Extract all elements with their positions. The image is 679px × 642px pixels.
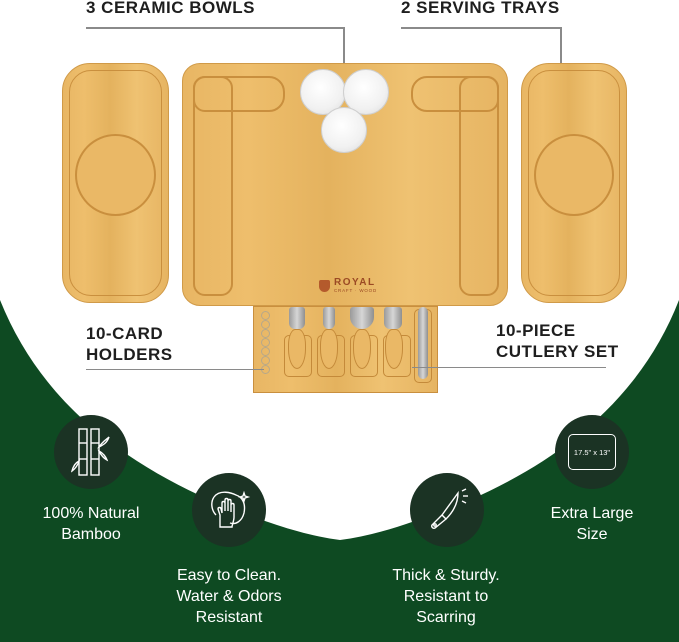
feature-line: Thick & Sturdy. — [392, 567, 500, 584]
brand-subtitle: CRAFT · WOOD — [334, 288, 378, 293]
callout-ceramic-bowls: 3 CERAMIC BOWLS — [86, 0, 255, 17]
tray-circle-well — [534, 134, 614, 216]
feature-line: Scarring — [416, 609, 476, 626]
callout-card-holders-line2: HOLDERS — [86, 345, 173, 364]
board-groove-left — [193, 76, 233, 296]
callout-line-trays — [401, 27, 561, 29]
cheese-board: ROYAL CRAFT · WOOD — [182, 63, 508, 306]
card-holder-ring — [261, 329, 270, 338]
feature-clean-badge — [192, 473, 266, 547]
tray-rim — [69, 70, 162, 296]
cheese-fork — [323, 307, 335, 329]
callout-line-bowls — [86, 27, 344, 29]
feature-bamboo-text: 100% Natural Bamboo — [30, 503, 152, 545]
callout-line-bowls-vertical — [343, 27, 345, 75]
card-holder-ring — [261, 338, 270, 347]
wooden-handle — [320, 329, 338, 369]
crown-shield-icon — [319, 280, 330, 292]
wooden-handle — [353, 329, 371, 369]
size-dimensions: 17.5" x 13" — [573, 447, 611, 457]
cutlery-drawer — [253, 306, 438, 393]
feature-sturdy-text: Thick & Sturdy. Resistant to Scarring — [378, 565, 514, 628]
card-holder-ring — [261, 311, 270, 320]
wooden-handle — [288, 329, 306, 369]
callout-line-card-holders — [86, 369, 264, 371]
callout-line-cutlery — [412, 367, 606, 369]
card-holder-ring — [261, 356, 270, 365]
brand-name: ROYAL — [334, 277, 376, 288]
ceramic-bowl — [321, 107, 367, 153]
wooden-handle — [385, 329, 403, 369]
feature-line: 100% Natural — [42, 505, 140, 522]
cleaning-hand-icon — [211, 490, 251, 528]
feature-line: Easy to Clean. — [176, 567, 282, 584]
feature-line: Resistant — [195, 609, 263, 626]
tray-circle-well — [75, 134, 156, 216]
serving-tray-right — [521, 63, 627, 303]
card-holder-ring — [261, 320, 270, 329]
feature-line: Size — [576, 526, 608, 543]
callout-cutlery-line1: 10-PIECE — [496, 321, 576, 340]
feature-bamboo-badge — [54, 415, 128, 489]
feature-size-badge: 17.5" x 13" — [555, 415, 629, 489]
feature-line: Bamboo — [61, 526, 121, 543]
brand-logo: ROYAL CRAFT · WOOD — [319, 278, 377, 294]
card-holder-ring — [261, 347, 270, 356]
feature-line: Water & Odors — [176, 588, 282, 605]
serving-tray-left — [62, 63, 169, 303]
feature-line: Extra Large — [550, 505, 634, 522]
board-groove-right — [459, 76, 499, 296]
cheese-spreader — [384, 307, 402, 329]
steak-knives — [418, 307, 428, 379]
tray-rim — [528, 70, 620, 296]
feature-size-text: Extra Large Size — [532, 503, 652, 545]
feature-sturdy-badge — [410, 473, 484, 547]
feature-line: Resistant to — [403, 588, 489, 605]
callout-line-trays-vertical — [560, 27, 562, 83]
callout-card-holders-line1: 10-CARD — [86, 324, 164, 343]
knife-icon — [431, 488, 468, 529]
cheese-knife-blade — [289, 307, 305, 329]
cheese-spade — [350, 307, 374, 329]
callout-serving-trays: 2 SERVING TRAYS — [401, 0, 560, 17]
bamboo-icon — [71, 428, 110, 476]
feature-clean-text: Easy to Clean. Water & Odors Resistant — [162, 565, 296, 628]
size-icon: 17.5" x 13" — [568, 434, 616, 470]
callout-cutlery-line2: CUTLERY SET — [496, 342, 619, 361]
